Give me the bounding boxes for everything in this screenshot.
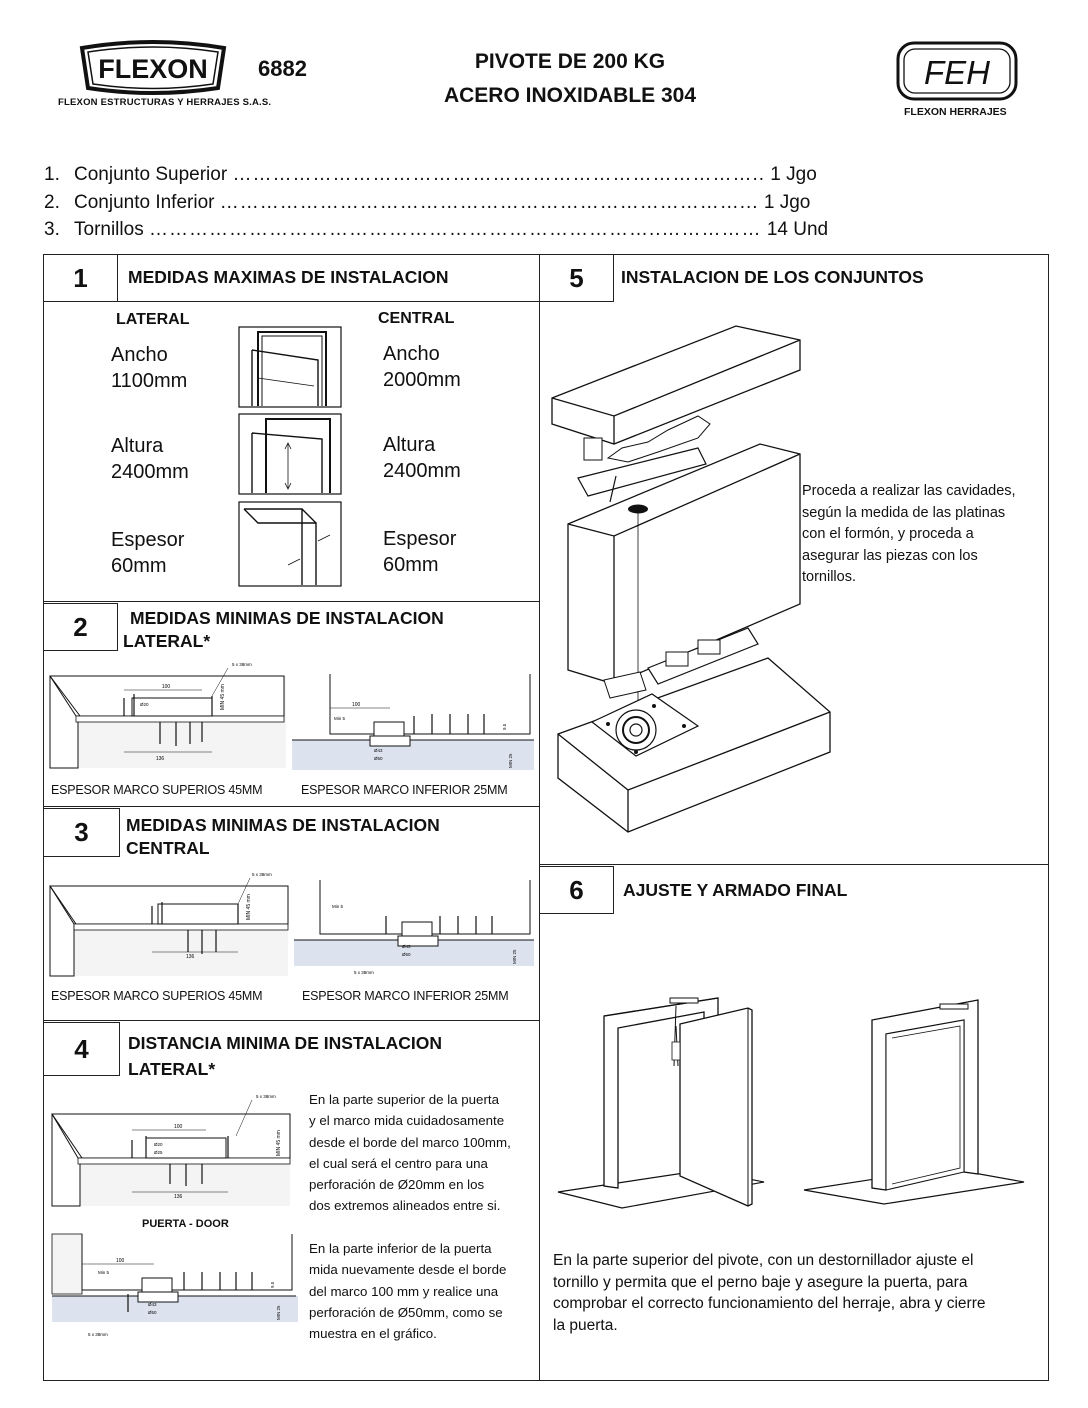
closed-door-illustration <box>803 999 1025 1205</box>
feh-logo: FEH <box>896 41 1018 101</box>
svg-text:9.5: 9.5 <box>270 1281 275 1288</box>
svg-text:MIN 25: MIN 25 <box>508 753 513 768</box>
section-5-number: 5 <box>539 254 614 302</box>
pivot-installation-illustration <box>551 325 831 833</box>
svg-text:Min 5: Min 5 <box>334 716 346 721</box>
open-door-illustration <box>557 997 765 1209</box>
svg-text:100: 100 <box>352 702 361 708</box>
section-6-paragraph: En la parte superior del pivote, con un … <box>553 1252 986 1334</box>
section-3-caption-right: ESPESOR MARCO INFERIOR 25MM <box>302 989 509 1003</box>
section-2-caption-left: ESPESOR MARCO SUPERIOS 45MM <box>51 783 263 797</box>
door-thickness-illustration <box>238 501 342 587</box>
section-6-number: 6 <box>539 866 614 914</box>
section-3-upper-frame-diagram: 136 5 x 38mm MIN 45 mm <box>49 872 289 977</box>
section-2-upper-frame-diagram: 100 136 5 x 38mm MIN 45 mm Ø20 <box>49 662 286 769</box>
section-1-header <box>43 254 540 302</box>
title-line-1: PIVOTE DE 200 KG <box>474 50 666 73</box>
product-code: 6882 <box>258 56 307 81</box>
svg-text:Ø43: Ø43 <box>402 944 411 949</box>
section-2-caption-right: ESPESOR MARCO INFERIOR 25MM <box>301 783 508 797</box>
section-3-lower-frame-diagram: Min 5 Ø43 Ø50 5 x 38mm MIN 25 <box>294 880 534 975</box>
section-4-upper-diagram: 100 136 5 x 38mm MIN 45 mm Ø20 Ø25 <box>51 1094 291 1207</box>
flexon-logo: FLEXON <box>79 40 227 95</box>
svg-text:5 x 38mm: 5 x 38mm <box>256 1094 276 1099</box>
svg-text:Ø20: Ø20 <box>140 702 149 707</box>
svg-text:Min 5: Min 5 <box>332 904 344 909</box>
svg-text:5 x 38mm: 5 x 38mm <box>354 970 374 975</box>
svg-text:Ø20: Ø20 <box>154 1142 163 1147</box>
svg-text:9.5: 9.5 <box>502 723 507 730</box>
section-6-title: AJUSTE Y ARMADO FINAL <box>623 880 848 900</box>
door-width-illustration <box>238 326 342 408</box>
svg-text:136: 136 <box>186 954 195 960</box>
right-column-frame <box>539 254 1049 1381</box>
lateral-label: LATERAL <box>116 311 190 328</box>
section-5-paragraph: Proceda a realizar las cavidades,según l… <box>802 483 1016 585</box>
section-4-divider <box>43 1020 540 1022</box>
svg-text:5 x 38mm: 5 x 38mm <box>232 662 252 667</box>
svg-text:Min 5: Min 5 <box>98 1270 110 1275</box>
page-title: PIVOTE DE 200 KG ACERO INOXIDABLE 304 <box>360 45 780 113</box>
list-item: 2.Conjunto Inferior ……………………………………………………… <box>44 191 811 213</box>
svg-text:100: 100 <box>162 684 171 690</box>
door-label: PUERTA - DOOR <box>142 1218 229 1230</box>
svg-text:5 x 38mm: 5 x 38mm <box>252 872 272 877</box>
svg-text:136: 136 <box>174 1194 183 1200</box>
svg-text:MIN 45 mm: MIN 45 mm <box>276 1130 282 1156</box>
list-item: 3.Tornillos …………………………………………………………………..…… <box>44 219 829 240</box>
svg-text:MIN 45 mm: MIN 45 mm <box>220 684 226 710</box>
section-1-title: MEDIDAS MAXIMAS DE INSTALACION <box>128 267 449 287</box>
section-3-number: 3 <box>43 808 120 857</box>
svg-text:Ø43: Ø43 <box>374 748 383 753</box>
title-line-2: ACERO INOXIDABLE 304 <box>443 84 697 107</box>
section-2-divider <box>43 601 540 603</box>
section-2-number: 2 <box>43 603 118 651</box>
svg-text:MIN 25: MIN 25 <box>276 1305 281 1320</box>
svg-text:Ø50: Ø50 <box>402 952 411 957</box>
section-4-number: 4 <box>43 1022 120 1076</box>
svg-text:Ø43: Ø43 <box>148 1302 157 1307</box>
feh-text: FEH <box>924 54 990 91</box>
section-3-divider <box>43 806 540 808</box>
svg-text:MIN 25: MIN 25 <box>512 949 517 964</box>
svg-text:100: 100 <box>116 1258 125 1264</box>
section-2-lower-frame-diagram: 100 Min 5 Ø43 Ø50 9.5 MIN 25 <box>292 674 534 770</box>
svg-text:MIN 45 mm: MIN 45 mm <box>246 894 252 920</box>
parts-list: 1.Conjunto Superior ……………………………………………………… <box>44 161 828 244</box>
section-6-divider <box>539 864 1049 866</box>
brand-caption: FLEXON ESTRUCTURAS Y HERRAJES S.A.S. <box>58 97 272 108</box>
central-label: CENTRAL <box>378 310 455 327</box>
section-5-title: INSTALACION DE LOS CONJUNTOS <box>621 267 924 287</box>
feh-caption: FLEXON HERRAJES <box>904 106 1007 118</box>
door-height-illustration <box>238 413 342 495</box>
svg-text:Ø50: Ø50 <box>374 756 383 761</box>
list-item: 1.Conjunto Superior ……………………………………………………… <box>44 164 817 185</box>
svg-text:5 x 38mm: 5 x 38mm <box>88 1332 108 1337</box>
brand-text: FLEXON <box>98 54 208 84</box>
section-4-lower-diagram: 100 Min 5 Ø43 Ø50 5 x 38mm 9.5 MIN 25 <box>51 1233 298 1337</box>
section-1-number: 1 <box>43 254 118 302</box>
svg-text:136: 136 <box>156 756 165 762</box>
svg-text:Ø25: Ø25 <box>154 1150 163 1155</box>
svg-text:100: 100 <box>174 1124 183 1130</box>
section-3-caption-left: ESPESOR MARCO SUPERIOS 45MM <box>51 989 263 1003</box>
svg-text:Ø50: Ø50 <box>148 1310 157 1315</box>
